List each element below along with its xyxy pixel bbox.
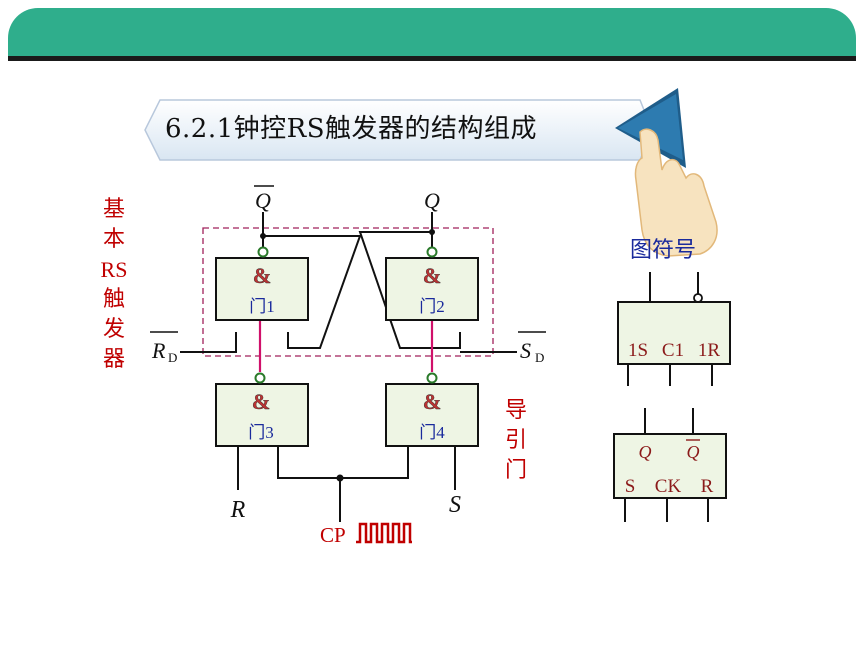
q-bar-label: Q	[687, 442, 700, 462]
clock-label: CP	[320, 523, 346, 547]
pin-label: S	[625, 476, 636, 497]
gate-symbol: &	[423, 389, 441, 414]
gate-2: & 门2	[385, 246, 479, 321]
q-label: Q	[424, 188, 440, 213]
q-bar-label: Q	[255, 188, 271, 213]
label-char: 发	[102, 317, 125, 342]
header-bar	[8, 8, 856, 56]
symbol-title: 图符号	[630, 238, 697, 263]
label-char: 引	[504, 428, 527, 453]
label-char: 本	[102, 227, 125, 252]
label-char: 基	[102, 197, 125, 222]
sd-subscript: D	[535, 350, 544, 365]
gate-name: 门4	[419, 423, 445, 442]
basic-rs-boundary	[202, 227, 494, 357]
gate-name: 门1	[249, 297, 275, 316]
basic-rs-flipflop-label: 基 本 RS 触 发 器	[92, 195, 136, 375]
label-char: 器	[102, 347, 125, 372]
gate-symbol: &	[252, 389, 270, 414]
header-divider	[8, 56, 856, 61]
label-char: 导	[504, 398, 527, 423]
guide-gate-label: 导 引 门	[498, 396, 534, 486]
label-char: 触	[102, 287, 125, 312]
s-input-label: S	[449, 492, 461, 518]
gate-1: & 门1	[215, 246, 309, 321]
gate-4: & 门4	[385, 372, 479, 447]
pin-label: 1S	[628, 340, 648, 361]
label-char: 门	[504, 458, 527, 483]
rd-subscript: D	[168, 350, 177, 365]
pin-label: R	[701, 476, 714, 497]
gate-name: 门3	[248, 423, 274, 442]
pin-label: 1R	[698, 340, 721, 361]
r-input-label: R	[230, 497, 246, 523]
page-title: 6.2.1钟控RS触发器的结构组成	[165, 114, 538, 144]
gate-name: 门2	[419, 297, 445, 316]
gate-symbol: &	[253, 263, 271, 288]
label-char: RS	[100, 257, 128, 282]
symbol-bottom: Q Q S CK R	[613, 408, 727, 522]
sd-label: S	[520, 338, 531, 363]
symbol-top: 1S C1 1R	[617, 272, 731, 386]
gate-3: & 门3	[215, 372, 309, 447]
q-label: Q	[639, 442, 652, 462]
clock-waveform-icon	[356, 522, 412, 544]
gate-symbol: &	[423, 263, 441, 288]
pin-label: CK	[655, 476, 682, 497]
rd-label: R	[151, 338, 166, 363]
pin-label: C1	[662, 340, 684, 361]
